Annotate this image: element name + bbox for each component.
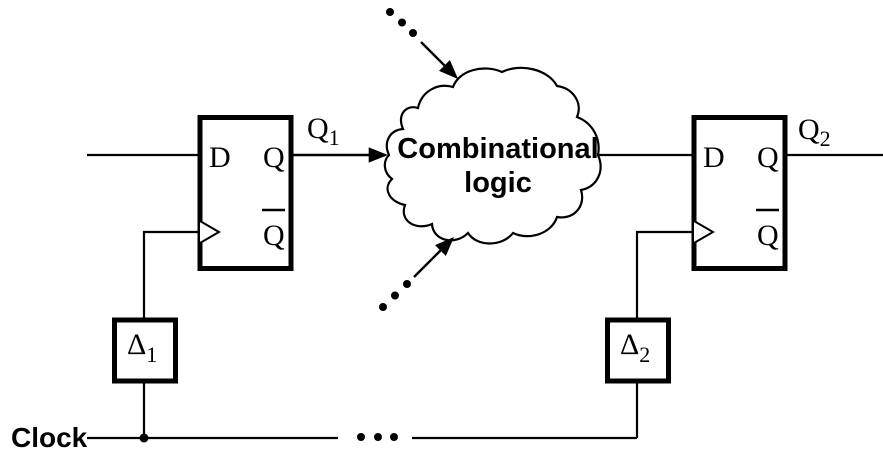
q2-subscript: 2 [820,126,831,151]
cloud-label-line2: logic [464,167,532,199]
ellipsis-dot [379,303,387,311]
q1-base: Q [307,112,329,145]
dff1-d-label: D [209,141,231,174]
q1-subscript: 1 [329,125,340,150]
delay2-body [605,317,671,384]
ellipsis-dot [386,8,394,16]
dff1-q-label: Q [263,141,285,174]
q1-signal-label: Q1 [307,112,340,150]
delay-1: Δ1 [112,317,178,384]
q2-signal-label: Q2 [798,113,831,151]
cloud-extra-input-bottom [379,236,455,311]
delay1-body [112,317,178,384]
delay2-subscript: 2 [639,342,650,367]
ellipsis-dot [398,18,406,27]
dff1-body [197,115,294,271]
delay2-label: Δ2 [620,328,650,367]
clock-bus-ellipsis [357,433,398,441]
delay1-subscript: 1 [146,342,157,367]
dff1-clock-triangle-icon [199,220,221,244]
dff2-body [691,115,788,271]
ellipsis-dot [409,29,417,37]
combinational-logic-cloud [383,66,602,245]
clock-label: Clock [11,422,88,453]
ellipsis-dot [403,280,411,288]
ellipsis-dot [391,291,399,300]
delay2-symbol: Δ [620,328,639,361]
clock-junction-dot [139,433,149,443]
dff2-qbar-label: Q [757,219,779,252]
ellipsis-dot [390,433,398,441]
ellipsis-dot [357,433,365,441]
cloud-extra-input-top [386,8,459,80]
d-flip-flop-1: D Q Q [197,115,294,271]
delay1-label: Δ1 [127,328,157,367]
delay1-symbol: Δ [127,328,146,361]
dff2-d-label: D [703,141,725,174]
dff2-clock-triangle-icon [693,220,715,244]
dff1-qbar-label: Q [263,219,285,252]
d-flip-flop-2: D Q Q [691,115,788,271]
bottom-input-arrow [413,236,455,278]
delay-2: Δ2 [605,317,671,384]
cloud-label-line1: Combinational [397,133,598,165]
ellipsis-dot [374,433,382,441]
top-input-arrow [420,41,459,80]
dff2-q-label: Q [757,141,779,174]
q2-base: Q [798,113,820,146]
